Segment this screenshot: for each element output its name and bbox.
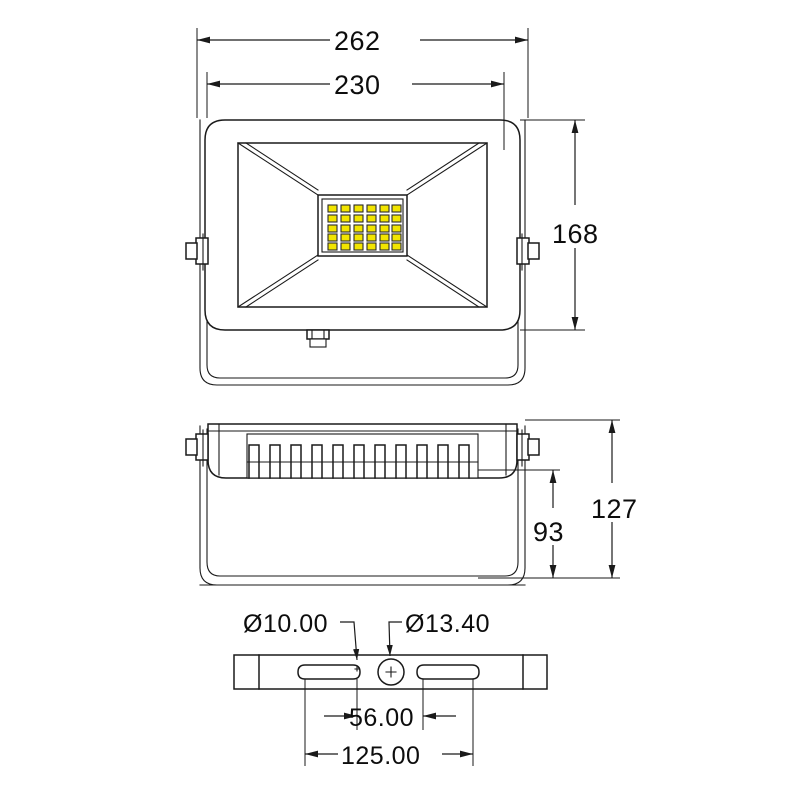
- dim-label-125: 125.00: [341, 742, 420, 770]
- dim-label-slot-diameter: Ø10.00: [243, 610, 328, 638]
- bracket-slot-right: [416, 664, 480, 680]
- side-left-pivot-knob: [185, 429, 209, 467]
- dimension-slot-diameter: Ø10.00: [243, 610, 360, 661]
- bottom-view: [233, 654, 548, 690]
- front-reflector-facets: [237, 142, 488, 308]
- side-view: [185, 423, 540, 586]
- dim-label-93: 93: [533, 517, 564, 547]
- side-cooling-fins: [248, 444, 470, 479]
- side-mounting-bracket: [199, 425, 526, 586]
- side-heatsink-region: [246, 433, 479, 479]
- dimension-front-height: 168: [520, 119, 599, 331]
- side-right-pivot-knob: [516, 429, 540, 467]
- dim-label-56: 56.00: [349, 704, 414, 732]
- dim-label-262: 262: [334, 26, 381, 56]
- dim-label-hole-diameter: Ø13.40: [405, 610, 490, 638]
- bracket-center-hole: [377, 658, 405, 686]
- dim-label-168: 168: [552, 219, 599, 249]
- dimension-mount-spacing: 125.00: [304, 679, 474, 770]
- bracket-slot-left: [297, 664, 361, 680]
- front-right-pivot-knob: [516, 233, 540, 271]
- dimension-slot-spacing: 56.00: [324, 679, 456, 732]
- dimension-side-body-height: 93: [478, 469, 564, 579]
- dim-label-127: 127: [591, 494, 638, 524]
- dimension-side-overall-height: 127: [525, 419, 638, 579]
- dimension-housing-width: 230: [206, 70, 505, 150]
- front-cable-gland: [306, 329, 330, 348]
- dimension-hole-diameter: Ø13.40: [386, 610, 490, 657]
- front-view: [185, 119, 540, 386]
- dimension-overall-width: 262: [196, 26, 529, 118]
- dim-label-230: 230: [334, 70, 381, 100]
- front-left-pivot-knob: [185, 233, 209, 271]
- led-array: [327, 204, 402, 251]
